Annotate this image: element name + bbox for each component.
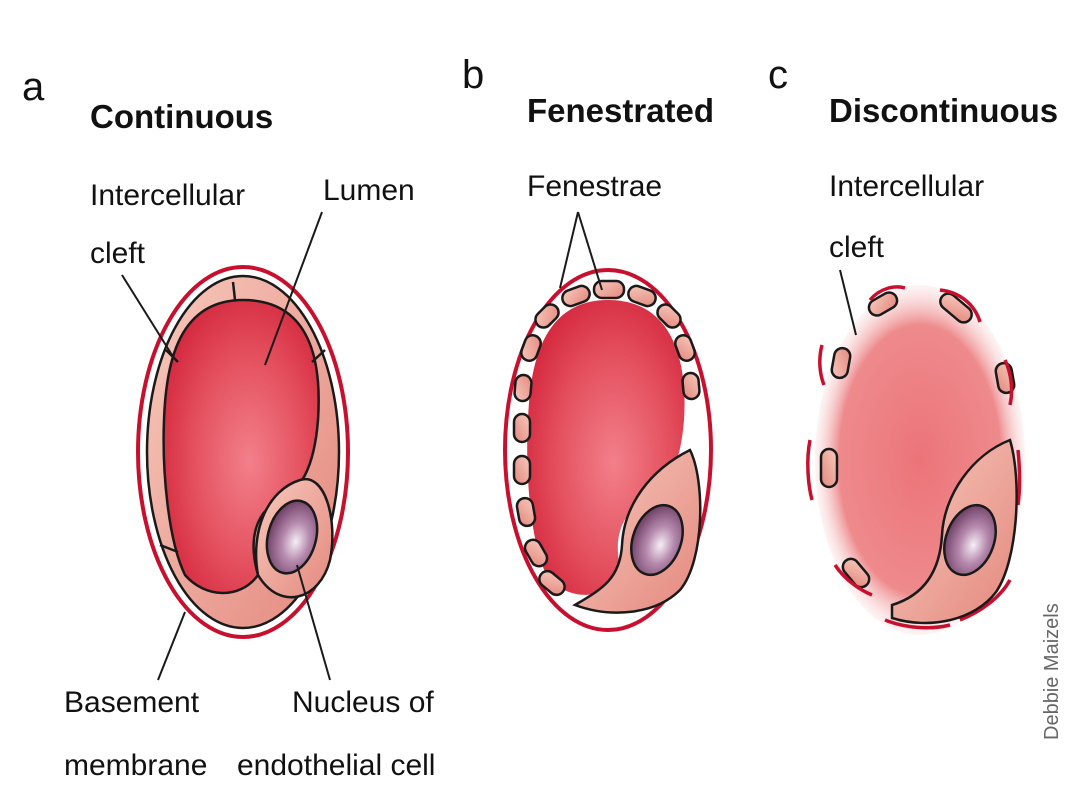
label-nucleus-2: endothelial cell [237,749,435,782]
fenestrated-segments [512,279,701,597]
leader-cleft-a [121,274,173,356]
leader-nucleus [296,564,331,681]
label-intercellular-cleft-c-1: Intercellular [829,170,984,203]
panel-c-title: Discontinuous [829,92,1058,129]
label-basement-1: Basement [64,686,200,719]
artist-credit: Debbie Maizels [1041,603,1063,740]
panel-continuous: a Continuous Intercellular cleft Lumen B… [22,65,435,782]
label-intercellular-cleft-a-2: cleft [90,237,146,270]
label-nucleus-1: Nucleus of [292,686,434,719]
panel-a-title: Continuous [90,98,273,135]
nucleus-c [943,503,997,577]
label-fenestrae: Fenestrae [527,170,662,203]
nucleus-b [630,503,684,577]
leader-basement [157,611,186,681]
lumen-area [162,298,320,595]
label-lumen: Lumen [323,174,415,207]
lumen-area-b [527,300,685,595]
basement-membrane-ring [136,265,350,639]
cell-junctions [159,281,326,554]
panel-c-letter: c [768,53,788,97]
leader-cleft-c [839,269,857,336]
panel-b-letter: b [462,53,484,97]
label-basement-2: membrane [64,749,207,782]
leader-fenestrae-1 [559,211,579,289]
membrane-fragments [806,285,1022,630]
nucleus [265,499,319,575]
leader-fenestrae-2 [577,211,603,291]
label-intercellular-cleft-a-1: Intercellular [90,179,245,212]
panel-discontinuous: c Discontinuous Intercellular [768,53,1058,635]
panel-fenestrated: b Fenestrated Fenestrae [462,53,714,632]
discontinuous-fragments [819,291,1016,589]
panel-b-title: Fenestrated [527,92,714,129]
panel-a-letter: a [22,65,45,109]
basement-membrane-ring-b [503,268,713,632]
leader-lumen [264,211,323,366]
label-intercellular-cleft-c-2: cleft [829,231,885,264]
